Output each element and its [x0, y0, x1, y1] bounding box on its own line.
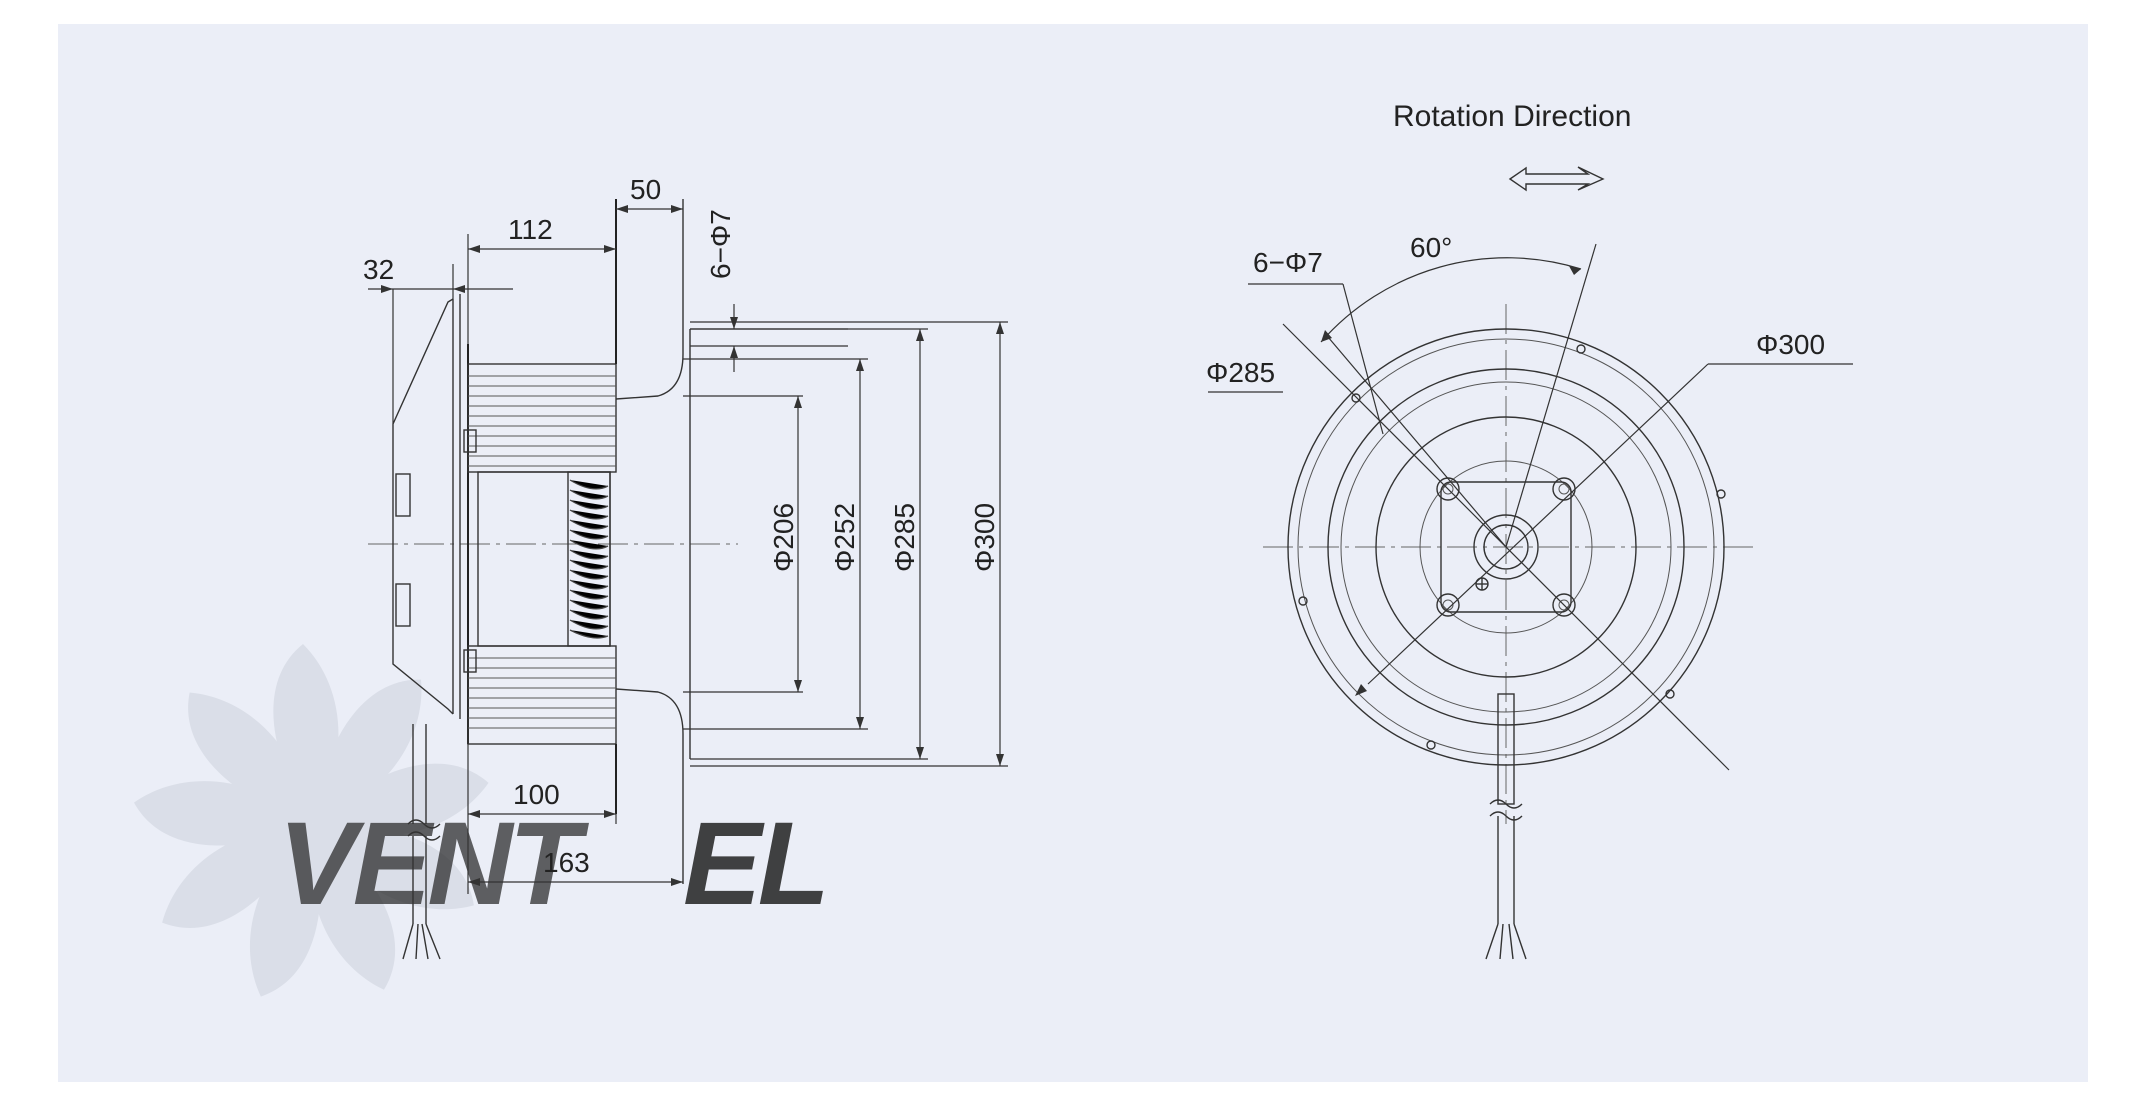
- dim-163-label: 163: [543, 847, 590, 878]
- watermark-text-el: EL: [683, 798, 826, 930]
- front-dim-6phi7-label: 6−Φ7: [1253, 247, 1323, 278]
- outer-plate-inner-edge: [1297, 338, 1715, 756]
- motor-rotor-outline: [392, 298, 454, 715]
- dim-phi252-label: Φ252: [829, 503, 860, 572]
- rotation-arrow-icon: [1508, 166, 1605, 192]
- technical-drawing: VENT EL: [133, 100, 1853, 997]
- hub-circle: [1419, 460, 1593, 634]
- front-dim-phi300-label: Φ300: [1756, 329, 1825, 360]
- power-cable-side: [402, 724, 441, 960]
- terminal-box-top: [395, 473, 411, 517]
- blade-row-bottom: [467, 645, 617, 745]
- shaft-inner: [1483, 524, 1529, 570]
- motor-hub-square: [1440, 481, 1572, 613]
- dim-phi300-label: Φ300: [969, 503, 1000, 572]
- angle-60-label: 60°: [1410, 232, 1452, 263]
- dim-100-label: 100: [513, 779, 560, 810]
- rotor-circle: [1375, 416, 1637, 678]
- inlet-cone-top: [615, 324, 684, 400]
- dim-32-label: 32: [363, 254, 394, 285]
- side-dim-6phi7-label: 6−Φ7: [705, 209, 736, 279]
- drawing-panel: VENT EL: [58, 24, 2088, 1082]
- angle-arc-60: [1320, 257, 1582, 343]
- front-dim-phi285-label: Φ285: [1206, 357, 1275, 388]
- mounting-holes: [1298, 344, 1726, 750]
- impeller-ring: [1327, 368, 1685, 726]
- dim-112-label: 112: [508, 214, 553, 245]
- dim-50-label: 50: [630, 174, 661, 205]
- bolt-top: [463, 429, 477, 453]
- power-cable-front: [1485, 693, 1527, 960]
- motor-winding: [567, 471, 611, 647]
- dim-phi206-label: Φ206: [768, 503, 799, 572]
- dim-phi285-label: Φ285: [889, 503, 920, 572]
- side-view: 32 112 50 6−Φ7 Φ206 Φ252 Φ285: [363, 174, 1008, 960]
- front-view: Rotation Direction: [1206, 100, 1853, 960]
- fan-blade-logo-icon: [133, 644, 489, 997]
- terminal-box-bottom: [395, 583, 411, 627]
- shaft-outer: [1473, 514, 1539, 580]
- impeller-ring-inner: [1340, 381, 1672, 713]
- rotation-direction-title: Rotation Direction: [1393, 100, 1631, 133]
- watermark-text-vent: VENT: [278, 798, 590, 930]
- blade-lines-top: [468, 375, 616, 467]
- ground-symbol-icon: [1475, 577, 1489, 591]
- motor-winding-hatch: [569, 479, 609, 639]
- diag-phi300-line: [1367, 363, 1709, 685]
- inlet-cone-bottom: [615, 688, 684, 759]
- ventel-watermark: [133, 644, 489, 997]
- blade-lines-bottom: [468, 657, 616, 729]
- bolt-bottom: [463, 649, 477, 673]
- outer-plate-phi300: [1287, 328, 1725, 766]
